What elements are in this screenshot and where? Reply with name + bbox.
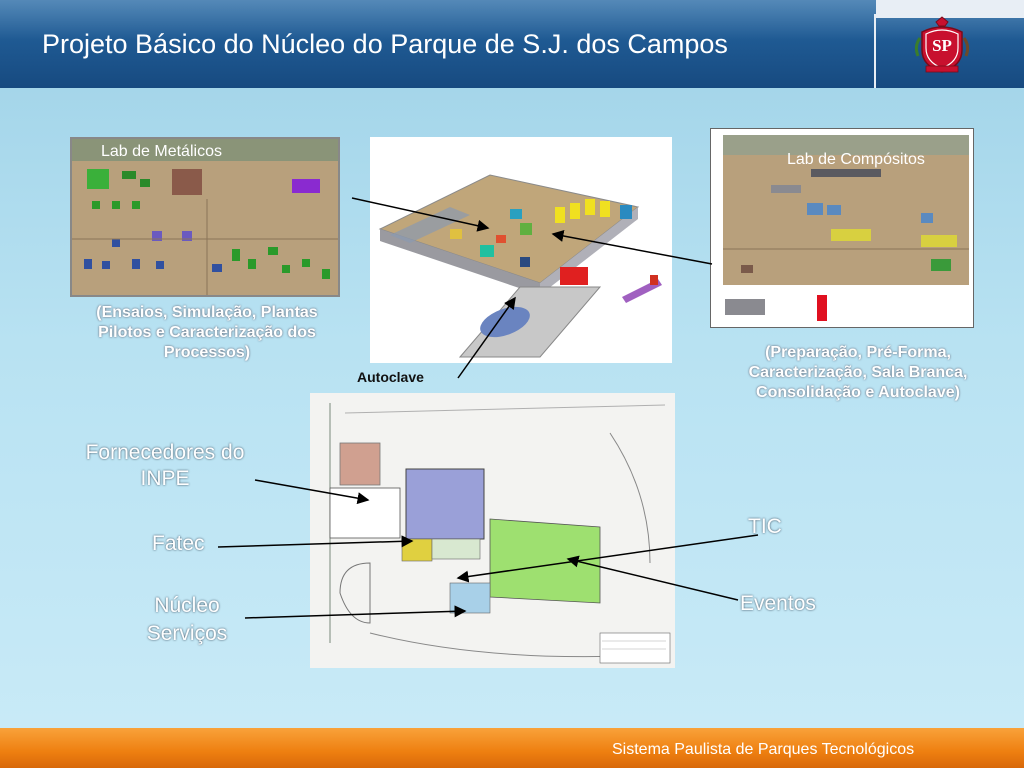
svg-text:SP: SP xyxy=(932,36,952,55)
site-plan-image xyxy=(310,393,675,668)
eventos-label: Eventos xyxy=(740,592,816,615)
lab-metalicos-label: Lab de Metálicos xyxy=(101,143,222,160)
preparacao-description: (Preparação, Pré-Forma, Caracterização, … xyxy=(748,344,968,401)
fornecedores-label: Fornecedores do INPE xyxy=(85,441,245,490)
autoclave-label: Autoclave xyxy=(357,369,424,385)
page-title: Projeto Básico do Núcleo do Parque de S.… xyxy=(42,29,728,59)
header-sheen xyxy=(0,0,1024,40)
ensaios-description: (Ensaios, Simulação, Plantas Pilotos e C… xyxy=(96,304,318,361)
footer-text: Sistema Paulista de Parques Tecnológicos xyxy=(612,741,915,758)
lab-compositos-plan-image xyxy=(710,128,974,328)
building-3d-render-image xyxy=(370,137,672,363)
fatec-label: Fatec xyxy=(152,532,205,555)
tic-label: TIC xyxy=(748,515,782,538)
footer-bar xyxy=(0,728,1024,768)
lab-compositos-label: Lab de Compósitos xyxy=(787,151,925,168)
header-bar xyxy=(0,0,1024,88)
lab-metalicos-plan-image xyxy=(70,137,340,297)
sao-paulo-seal-icon: SP xyxy=(914,16,970,73)
nucleo-servicos-label: Núcleo Serviços xyxy=(146,594,228,645)
header-divider xyxy=(874,14,876,88)
header-logo-tab xyxy=(876,0,1024,18)
